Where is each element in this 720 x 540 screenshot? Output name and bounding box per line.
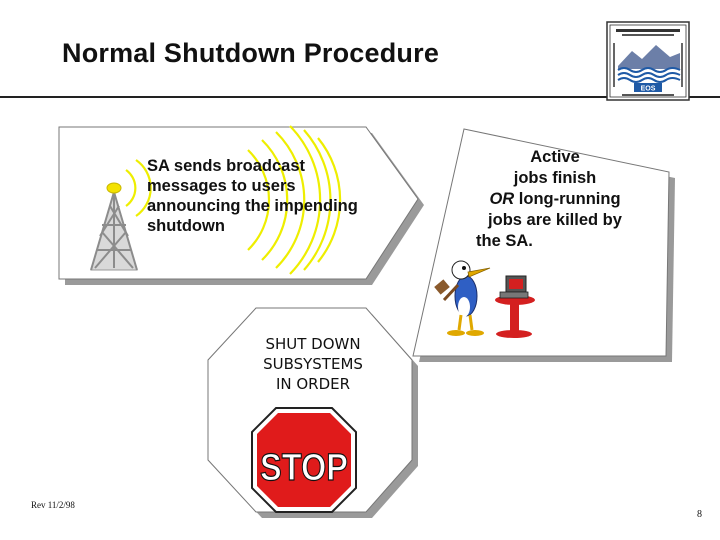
revision-date: Rev 11/2/98	[31, 500, 75, 510]
eos-logo-mark: EOS	[641, 86, 656, 93]
jobs-line-1: Active	[530, 148, 580, 166]
duck-at-computer-illustration	[434, 260, 535, 338]
jobs-line-3-rest: long-running	[514, 190, 621, 208]
shutdown-line-3: IN ORDER	[275, 375, 351, 393]
jobs-or-emphasis: OR	[489, 190, 515, 208]
shutdown-line-2: SUBSYSTEMS	[263, 355, 363, 373]
jobs-line-4: jobs are killed by	[488, 211, 622, 229]
broadcast-description: SA sends broadcast messages to users ann…	[147, 157, 358, 235]
stop-sign-text: STOP	[260, 447, 348, 489]
jobs-description: Active jobs finish OR long-running jobs …	[470, 147, 640, 252]
shutdown-description: SHUT DOWN SUBSYSTEMS IN ORDER	[228, 334, 398, 394]
page-number: 8	[697, 509, 702, 520]
shutdown-line-1: SHUT DOWN	[265, 335, 361, 353]
stop-sign-icon: STOP	[251, 407, 357, 513]
radio-tower-icon	[90, 125, 342, 275]
slide-title: Normal Shutdown Procedure	[62, 38, 440, 68]
jobs-line-3: OR long-running	[489, 190, 620, 208]
broadcast-arrow-shape	[58, 126, 419, 280]
jobs-line-5: the SA.	[476, 232, 533, 250]
jobs-line-2: jobs finish	[513, 169, 597, 187]
title-divider	[0, 96, 720, 98]
eos-logo: EOS	[606, 21, 690, 101]
